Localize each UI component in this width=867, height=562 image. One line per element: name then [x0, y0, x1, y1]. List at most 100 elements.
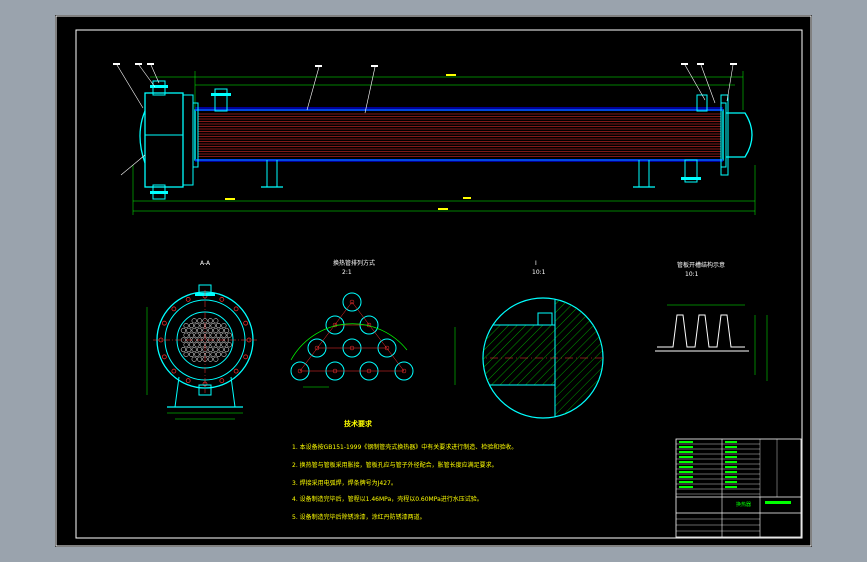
tube-hole: [197, 347, 203, 353]
tech-req-item-1: 1. 本设备按GB151-1999《钢制管壳式换热器》中有关要求进行制造、检验和…: [292, 443, 517, 451]
tube-hole: [194, 342, 200, 348]
bolt-hole: [233, 368, 239, 374]
detail-i-scale: 10:1: [532, 269, 546, 276]
tube-layout-scale: 2:1: [342, 269, 352, 276]
title-block-drawing-name: 换热器: [736, 501, 751, 508]
bolt-hole: [219, 296, 225, 302]
tube-hole: [226, 332, 232, 338]
left-channel: [144, 92, 184, 188]
groove-detail-view: 管板开槽结构示意 10:1: [655, 261, 768, 381]
bolt-hole: [243, 354, 249, 360]
section-a-a-view: A-A: [146, 260, 257, 420]
bolt-hole: [219, 378, 225, 384]
bolt-hole: [185, 296, 191, 302]
tube-hole: [205, 323, 211, 329]
tube-hole: [191, 347, 197, 353]
tube-hole: [183, 332, 189, 338]
tube-hole: [205, 351, 211, 357]
tube-hole: [188, 332, 195, 338]
tube-hole: [186, 347, 192, 353]
tube-hole: [210, 332, 216, 338]
tube-hole: [224, 347, 230, 353]
tube-layout-title: 换热管排列方式: [333, 259, 375, 267]
tube-hole: [215, 332, 222, 338]
tube-hole: [226, 342, 232, 348]
tube-hole: [224, 327, 230, 333]
drawing-sheet: A-A 换热管排列方式: [55, 15, 812, 547]
tube-hole: [188, 342, 195, 348]
tube-hole: [191, 318, 197, 324]
bolt-hole: [243, 320, 249, 326]
tube-hole: [205, 332, 211, 338]
tech-req-item-4: 4. 设备制造完毕后，管程以1.46MPa，壳程以0.60MPa进行水压试验。: [292, 495, 483, 503]
tube-hole: [186, 327, 192, 333]
tube-hole: [215, 351, 222, 357]
tube-hole: [199, 323, 205, 329]
tube-hole: [199, 351, 205, 357]
tech-req-title: 技术要求: [344, 419, 373, 428]
right-head: [726, 112, 753, 158]
tube-hole: [218, 347, 224, 353]
detail-i-view: I 10:1: [454, 260, 604, 419]
layout-tube: [342, 292, 362, 312]
bolt-hole: [233, 306, 239, 312]
tech-req-item-5: 5. 设备制造完毕后除锈涂漆，涂红丹防锈漆两道。: [292, 513, 426, 521]
tube-layout-view: 换热管排列方式 2:1: [290, 259, 414, 388]
tube-hole: [207, 327, 213, 333]
tube-hole: [183, 342, 189, 348]
bolt-hole: [171, 306, 177, 312]
tube-hole: [199, 332, 205, 338]
technical-requirements: 技术要求 1. 本设备按GB151-1999《钢制管壳式换热器》中有关要求进行制…: [292, 419, 517, 521]
outer-frame: [55, 15, 812, 547]
tube-hole: [199, 342, 205, 348]
tube-hole: [213, 356, 219, 362]
tube-hole: [210, 351, 216, 357]
tube-hole: [213, 347, 219, 353]
tube-hole: [180, 347, 186, 353]
main-elevation-view: [113, 63, 756, 215]
tube-hole: [213, 337, 219, 343]
bolt-hole: [185, 378, 191, 384]
tube-hole: [207, 318, 213, 324]
tube-hole: [221, 351, 227, 357]
tube-hole: [188, 351, 195, 357]
bolt-hole: [161, 320, 167, 326]
tube-hole: [210, 342, 216, 348]
tube-hole: [194, 323, 200, 329]
tube-hole: [191, 356, 197, 362]
tube-hole: [218, 327, 224, 333]
tube-hole: [197, 318, 203, 324]
tube-hole: [191, 327, 197, 333]
tube-hole: [215, 342, 222, 348]
tube-hole: [221, 342, 227, 348]
tube-hole: [213, 327, 219, 333]
tube-hole: [213, 318, 219, 324]
tube-hole: [180, 337, 186, 343]
tube-hole: [210, 323, 216, 329]
tube-hole: [207, 356, 213, 362]
tube-hole: [188, 323, 195, 329]
tube-hole: [221, 323, 227, 329]
tube-hole: [207, 347, 213, 353]
tube-hole: [215, 323, 222, 329]
groove-title: 管板开槽结构示意: [677, 261, 725, 269]
shell-body: [194, 109, 724, 161]
drawing-canvas: A-A 换热管排列方式: [55, 15, 812, 547]
bolt-hole: [171, 368, 177, 374]
triangular-tube-pattern: [290, 292, 414, 381]
tech-req-item-3: 3. 焊接采用电弧焊，焊条牌号为J427。: [292, 479, 397, 487]
tube-bundle: [198, 113, 721, 157]
section-a-a-label: A-A: [200, 260, 211, 267]
tube-hole: [194, 332, 200, 338]
tube-hole: [221, 332, 227, 338]
tube-hole: [183, 351, 189, 357]
inner-border: [75, 29, 803, 539]
tube-hole: [180, 327, 186, 333]
groove-scale: 10:1: [685, 271, 699, 278]
tube-hole: [183, 323, 189, 329]
detail-i-title: I: [535, 260, 537, 267]
tube-hole: [197, 356, 203, 362]
tech-req-item-2: 2. 换热管与管板采用胀接，管板孔应与管子外径配合，胀管长度应满足要求。: [292, 461, 498, 469]
title-block: 换热器: [675, 438, 802, 538]
